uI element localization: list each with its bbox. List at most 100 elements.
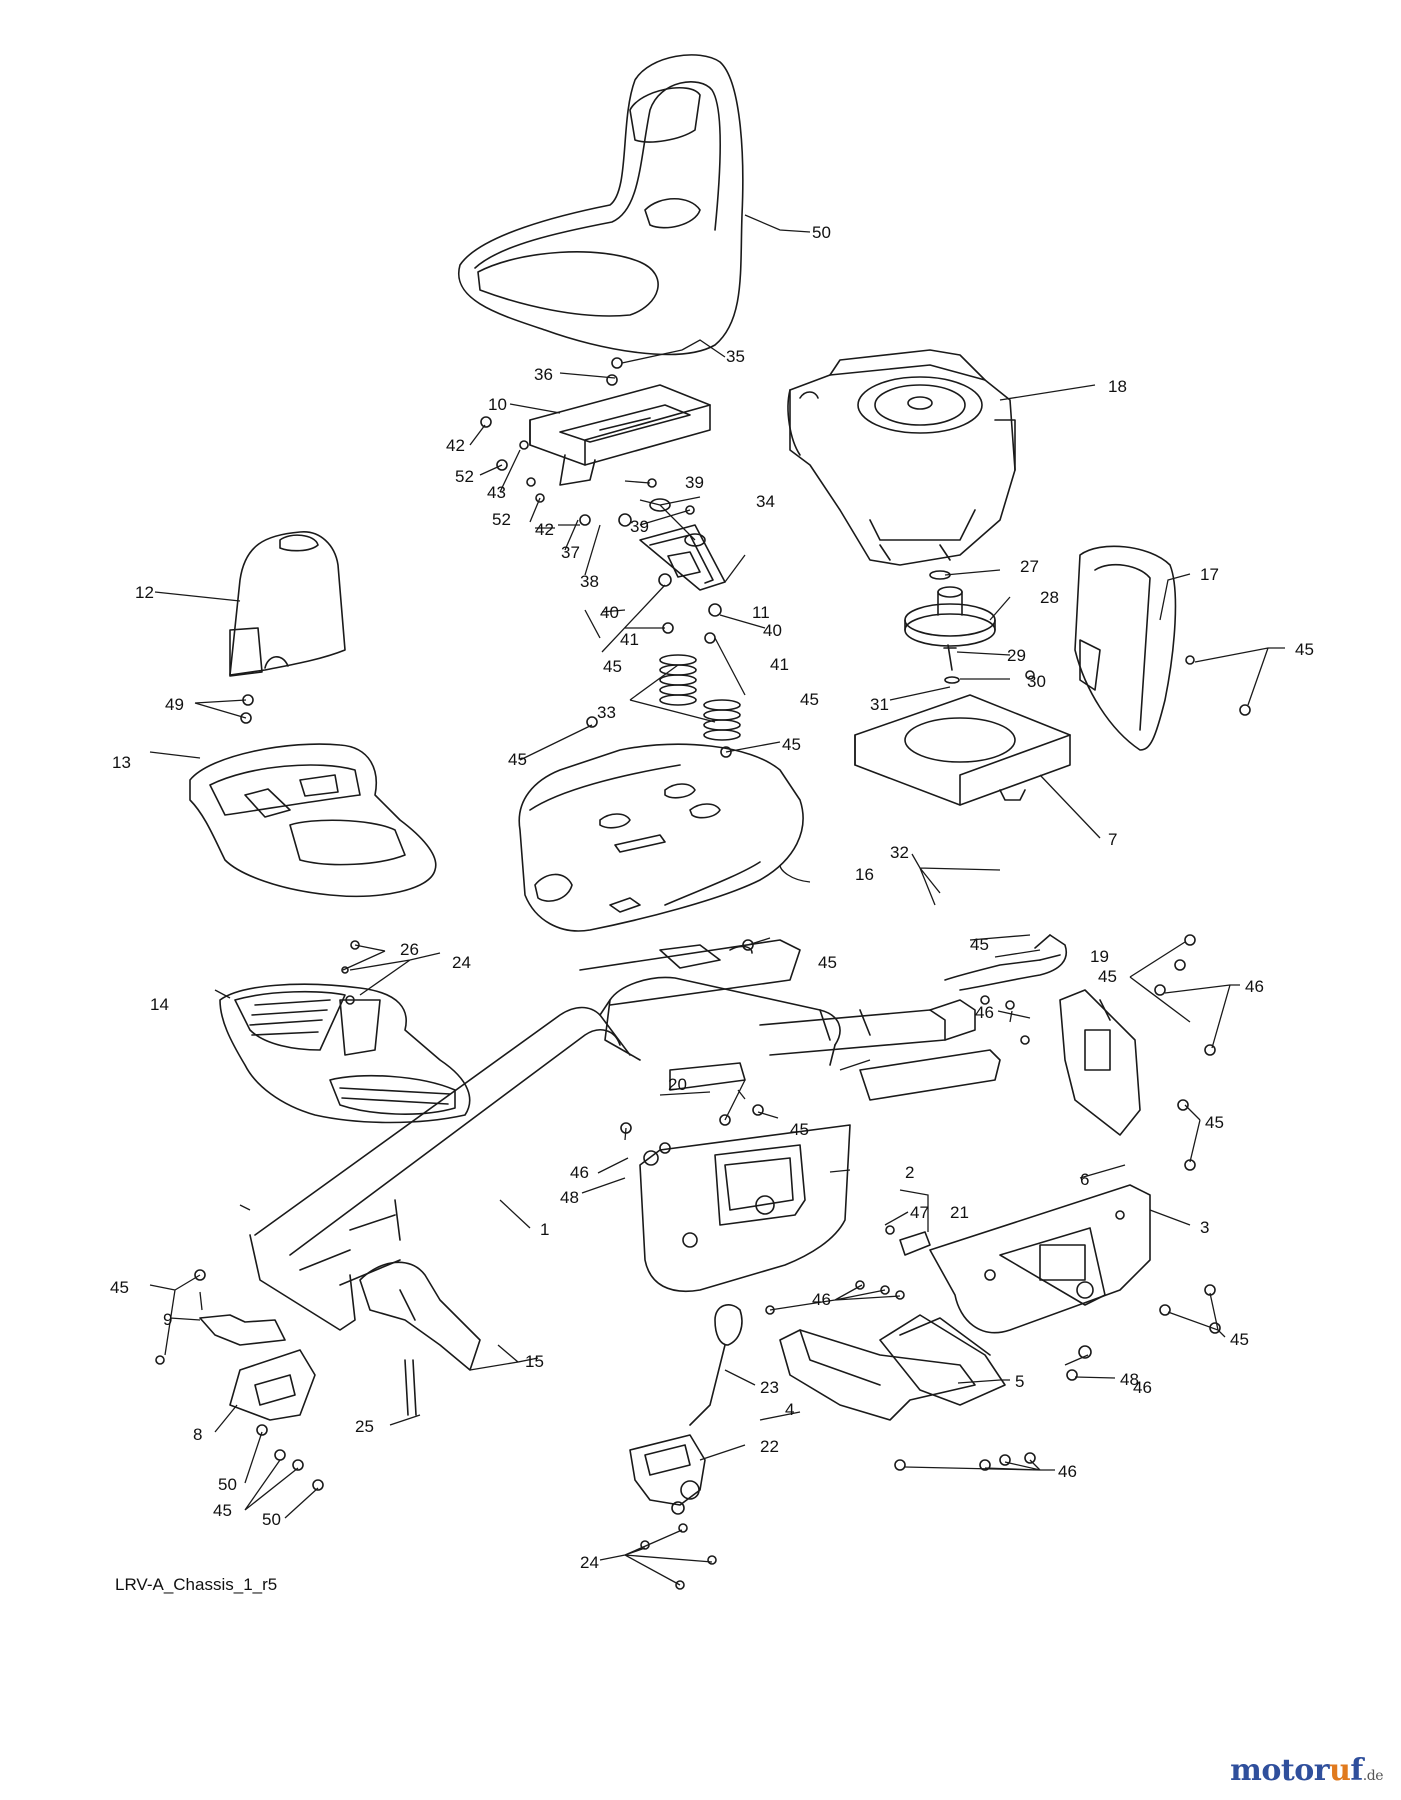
callout-50b: 50 xyxy=(262,1510,281,1529)
callout-46a: 46 xyxy=(1245,977,1264,996)
callout-44: 50 xyxy=(812,223,831,242)
callout-5: 5 xyxy=(1015,1372,1024,1391)
callout-15: 15 xyxy=(525,1352,544,1371)
callout-43: 43 xyxy=(487,483,506,502)
callout-22: 22 xyxy=(760,1437,779,1456)
part-20-bracket xyxy=(669,1062,746,1091)
callout-40b: 40 xyxy=(763,621,782,640)
callout-labels: 50 35 36 10 42 52 43 52 42 37 38 39 39 3… xyxy=(110,223,1314,1572)
callout-10: 10 xyxy=(488,395,507,414)
callout-52b: 52 xyxy=(492,510,511,529)
callout-21: 21 xyxy=(950,1203,969,1222)
part-16-body xyxy=(518,743,804,932)
callout-45h: 45 xyxy=(970,935,989,954)
callout-46e: 46 xyxy=(1133,1378,1152,1397)
watermark-tld: .de xyxy=(1362,1768,1384,1784)
callout-50a: 50 xyxy=(218,1475,237,1494)
callout-12: 12 xyxy=(135,583,154,602)
callout-49: 49 xyxy=(165,695,184,714)
diagram-caption: LRV-A_Chassis_1_r5 xyxy=(115,1575,278,1594)
callout-17: 17 xyxy=(1200,565,1219,584)
callout-1: 1 xyxy=(540,1220,549,1239)
callout-28: 28 xyxy=(1040,588,1059,607)
part-14-floor-mat xyxy=(219,983,471,1124)
callout-33: 33 xyxy=(597,703,616,722)
watermark-part1: motor xyxy=(1230,1753,1330,1788)
part-44-seat xyxy=(457,54,744,356)
part-28-pulley xyxy=(904,586,996,647)
callout-32: 32 xyxy=(890,843,909,862)
part-2-left-plate xyxy=(639,1124,851,1292)
callout-52a: 52 xyxy=(455,467,474,486)
callout-4: 4 xyxy=(785,1400,794,1419)
callout-48a: 48 xyxy=(560,1188,579,1207)
part-3-right-plate xyxy=(929,1184,1151,1334)
part-30-washer xyxy=(944,676,960,684)
part-7-engine-plate xyxy=(854,694,1071,806)
callout-42a: 42 xyxy=(446,436,465,455)
part-18-engine xyxy=(787,349,1016,566)
part-29-bolt xyxy=(943,644,957,671)
part-10-seat-plate xyxy=(529,384,711,486)
callout-11: 11 xyxy=(752,603,770,622)
callout-45a: 45 xyxy=(603,657,622,676)
callout-13: 13 xyxy=(112,753,131,772)
callout-31: 31 xyxy=(870,695,889,714)
callout-41b: 41 xyxy=(770,655,789,674)
callout-45k: 45 xyxy=(110,1278,129,1297)
callout-7: 7 xyxy=(1108,830,1117,849)
callout-45g: 45 xyxy=(1098,967,1117,986)
callout-18: 18 xyxy=(1108,377,1127,396)
callout-45b: 45 xyxy=(800,690,819,709)
watermark-part2: u xyxy=(1329,1753,1351,1788)
part-15-bracket xyxy=(359,1261,481,1371)
part-12-cover xyxy=(229,531,346,677)
leader-lines xyxy=(149,214,1285,1586)
callout-45l: 45 xyxy=(1230,1330,1249,1349)
part-34-spring-nut xyxy=(649,498,706,547)
callout-19: 19 xyxy=(1090,947,1109,966)
part-22-lever-base xyxy=(629,1434,706,1515)
callout-34: 34 xyxy=(756,492,775,511)
callout-29: 29 xyxy=(1007,646,1026,665)
part-4-footrest-bracket xyxy=(779,1329,976,1421)
watermark-part3: f xyxy=(1350,1753,1363,1788)
callout-20: 20 xyxy=(668,1075,687,1094)
callout-24b: 24 xyxy=(580,1553,599,1572)
part-23-lever-knob xyxy=(689,1304,743,1426)
callout-48b: 48 xyxy=(1120,1370,1139,1389)
part-8-bracket xyxy=(229,1349,316,1421)
callout-2: 2 xyxy=(905,1163,914,1182)
callout-36: 36 xyxy=(534,365,553,384)
callout-46f: 46 xyxy=(1058,1462,1077,1481)
callout-3: 3 xyxy=(1200,1218,1209,1237)
callout-8: 8 xyxy=(193,1425,202,1444)
part-25-pin xyxy=(404,1359,417,1416)
callout-35: 35 xyxy=(726,347,745,366)
callout-46b: 46 xyxy=(975,1003,994,1022)
part-33-spring-right xyxy=(703,699,741,741)
callout-47: 47 xyxy=(910,1203,929,1222)
callout-45i: 45 xyxy=(1205,1113,1224,1132)
part-5-footrest-plate xyxy=(879,1314,1006,1406)
callout-45f: 45 xyxy=(1295,640,1314,659)
callout-45j: 45 xyxy=(790,1120,809,1139)
callout-16: 16 xyxy=(855,865,874,884)
callout-37: 37 xyxy=(561,543,580,562)
callout-30: 30 xyxy=(1027,672,1046,691)
part-19-rod xyxy=(944,934,1067,991)
callout-41a: 41 xyxy=(620,630,639,649)
callout-9: 9 xyxy=(163,1310,172,1329)
part-17-fender xyxy=(1074,545,1177,751)
callout-39a: 39 xyxy=(685,473,704,492)
callout-38: 38 xyxy=(580,572,599,591)
part-13-dash xyxy=(189,743,437,898)
callout-25: 25 xyxy=(355,1417,374,1436)
callout-6: 6 xyxy=(1080,1170,1089,1189)
part-21-clip xyxy=(899,1231,931,1256)
callout-45e: 45 xyxy=(818,953,837,972)
callout-45c: 45 xyxy=(508,750,527,769)
part-6-rear-plate xyxy=(1059,989,1141,1136)
part-33-spring-left xyxy=(659,654,697,706)
